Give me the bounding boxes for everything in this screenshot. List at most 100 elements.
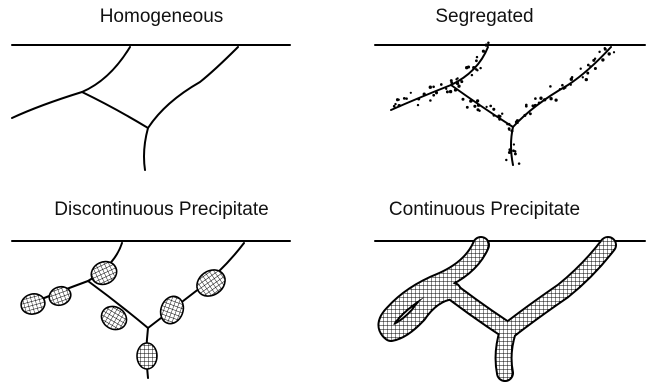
solute-dot (445, 88, 447, 90)
solute-dot (394, 103, 396, 105)
solute-dot (454, 88, 457, 91)
solute-dot (476, 99, 479, 102)
solute-dot (478, 110, 480, 112)
solute-dot (461, 98, 464, 101)
discontinuous-precipitate-diagram (0, 193, 323, 385)
solute-dot (476, 56, 478, 58)
panel-segregated: Segregated (323, 0, 646, 192)
solute-dot (538, 101, 541, 104)
solute-dot (475, 68, 478, 71)
solute-dot (563, 88, 565, 90)
solute-dot (417, 104, 419, 106)
solute-dot (432, 94, 435, 97)
solute-dot (514, 152, 517, 155)
solute-dot (561, 84, 564, 87)
precipitate-particle (137, 343, 157, 369)
solute-dot (417, 97, 420, 100)
solute-dot (498, 118, 501, 121)
solute-dot (497, 115, 500, 118)
solute-dot (554, 98, 557, 101)
solute-dot (608, 52, 611, 55)
solute-dot (505, 159, 507, 161)
solute-dot (479, 67, 481, 69)
solute-dot (580, 68, 582, 70)
solute-dot (518, 162, 521, 165)
solute-dot (465, 66, 468, 69)
solute-dot (450, 79, 453, 82)
solute-dot (493, 114, 496, 117)
solute-dot (405, 97, 408, 100)
solute-dot (585, 78, 588, 81)
solute-dot (539, 97, 542, 100)
grain-boundary (144, 47, 238, 170)
panel-homogeneous: Homogeneous (0, 0, 323, 192)
segregated-solute-dots (393, 42, 615, 165)
solute-dot (440, 83, 443, 86)
solute-dot (513, 143, 515, 145)
solute-dot (604, 48, 607, 51)
solute-dot (613, 51, 615, 53)
solute-dot (456, 82, 459, 85)
solute-dot (469, 99, 472, 102)
solute-dot (559, 88, 561, 90)
homogeneous-diagram (0, 0, 323, 192)
solute-dot (508, 148, 511, 151)
solute-dot (429, 99, 432, 102)
solute-dot (446, 90, 449, 93)
solute-dot (455, 78, 457, 80)
solute-dot (403, 97, 406, 100)
solute-dot (601, 58, 604, 61)
solute-dot (508, 123, 511, 126)
solute-dot (466, 106, 469, 109)
solute-dot (393, 105, 396, 108)
solute-dot (510, 129, 513, 132)
solute-dot (472, 66, 475, 69)
segregated-diagram (323, 0, 646, 192)
solute-dot (423, 93, 426, 96)
grain-boundary (451, 85, 513, 127)
solute-dot (432, 85, 435, 88)
solute-dot (485, 106, 487, 108)
solute-dot (570, 84, 572, 86)
solute-dot (508, 127, 511, 130)
precipitate-particle (192, 265, 230, 302)
solute-dot (525, 105, 528, 108)
solute-dot (587, 64, 590, 67)
solute-dot (512, 149, 515, 152)
solute-dot (598, 51, 600, 53)
continuous-precipitate-band (386, 245, 608, 373)
solute-dot (410, 92, 412, 94)
solute-dot (473, 105, 476, 108)
solute-dot (529, 112, 532, 115)
precipitate-particle (97, 302, 131, 334)
solute-dot (549, 85, 552, 88)
solute-dot (501, 113, 503, 115)
solute-dot (492, 108, 495, 111)
solute-dot (475, 59, 478, 62)
solute-dot (489, 105, 492, 108)
solute-dot (549, 97, 552, 100)
solute-dot (523, 114, 526, 117)
solute-dot (582, 76, 584, 78)
solute-dot (543, 99, 545, 101)
solute-dot (485, 43, 488, 46)
solute-dot (594, 67, 597, 70)
solute-dot (429, 86, 432, 89)
solute-dot (592, 59, 595, 62)
solute-dot (449, 90, 452, 93)
solute-dot (570, 78, 573, 81)
solute-dot (482, 50, 485, 53)
grain-boundary (82, 92, 148, 128)
solute-dot (398, 104, 401, 107)
solute-dot (471, 74, 473, 76)
solute-dot (531, 104, 534, 107)
solute-dot (589, 65, 592, 68)
solute-dot (477, 104, 480, 107)
solute-dot (508, 151, 511, 154)
solute-dot (534, 97, 537, 100)
precipitate-particle (157, 293, 187, 327)
panel-continuous-precipitate: Continuous Precipitate (323, 193, 646, 385)
solute-dot (487, 42, 490, 45)
continuous-precipitate-diagram (323, 193, 646, 385)
solute-dot (435, 91, 438, 94)
